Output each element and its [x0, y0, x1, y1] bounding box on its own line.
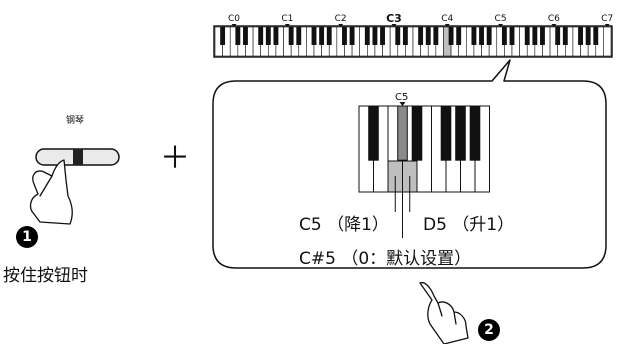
- black-key: [395, 27, 401, 45]
- black-key: [243, 27, 248, 45]
- black-key: [448, 27, 454, 45]
- black-key: [296, 27, 302, 45]
- black-key: [562, 27, 568, 45]
- octave-label: C2: [334, 14, 347, 24]
- black-key: [440, 105, 452, 161]
- plus-sign: ＋: [160, 141, 190, 176]
- top-keyboard: [213, 24, 613, 58]
- octave-label: C0: [228, 14, 241, 24]
- black-key: [364, 27, 370, 45]
- black-key: [235, 27, 241, 45]
- black-key: [578, 27, 583, 45]
- black-key: [349, 27, 355, 45]
- white-key: [603, 26, 612, 57]
- black-key: [456, 27, 462, 45]
- black-key: [380, 27, 385, 45]
- black-key: [265, 27, 271, 45]
- black-key: [397, 105, 408, 161]
- step-1-badge: [16, 226, 38, 248]
- octave-label: C6: [547, 14, 560, 24]
- step-2-number: 2: [484, 322, 494, 338]
- step-1-number: 1: [22, 229, 32, 245]
- black-key: [319, 27, 325, 45]
- black-key: [532, 27, 538, 45]
- upper-label: D5 （升1）: [423, 215, 515, 235]
- black-key: [509, 27, 515, 45]
- black-key: [455, 105, 466, 161]
- black-key: [368, 105, 379, 161]
- black-key: [540, 27, 545, 45]
- black-key: [471, 27, 477, 45]
- black-key: [311, 27, 317, 45]
- zoom-key-label: C5: [395, 92, 409, 103]
- black-key: [326, 27, 332, 45]
- black-key: [433, 27, 439, 45]
- octave-label: C4: [441, 14, 454, 24]
- black-key: [469, 105, 481, 161]
- black-key: [479, 27, 484, 45]
- black-key: [486, 27, 492, 45]
- octave-label: C3: [386, 12, 402, 25]
- black-key: [425, 27, 431, 45]
- black-key: [372, 27, 378, 45]
- default-label: C#5 （0：默认设置）: [299, 249, 472, 269]
- lower-label: C5 （降1）: [299, 215, 389, 235]
- black-key: [411, 105, 423, 161]
- black-key: [418, 27, 424, 45]
- button-caption: 钢琴: [66, 116, 85, 126]
- black-key: [555, 27, 561, 45]
- hand-icon: [29, 159, 73, 225]
- octave-label: C5: [494, 14, 507, 24]
- black-key: [273, 27, 279, 45]
- instruction-text: 按住按钮时: [3, 266, 88, 286]
- zoomed-keyboard: [358, 102, 490, 238]
- octave-label: C1: [281, 14, 294, 24]
- black-key: [524, 27, 530, 45]
- black-key: [402, 27, 408, 45]
- piano-button[interactable]: [35, 148, 120, 166]
- step-2-badge: [478, 319, 500, 341]
- octave-label: C7: [601, 14, 614, 24]
- black-key: [593, 27, 599, 45]
- black-key: [220, 27, 226, 45]
- black-key: [501, 27, 507, 45]
- pointing-hand-icon: [419, 281, 469, 344]
- black-key: [258, 27, 264, 45]
- black-key: [585, 27, 591, 45]
- black-key: [342, 27, 347, 45]
- black-key: [288, 27, 294, 45]
